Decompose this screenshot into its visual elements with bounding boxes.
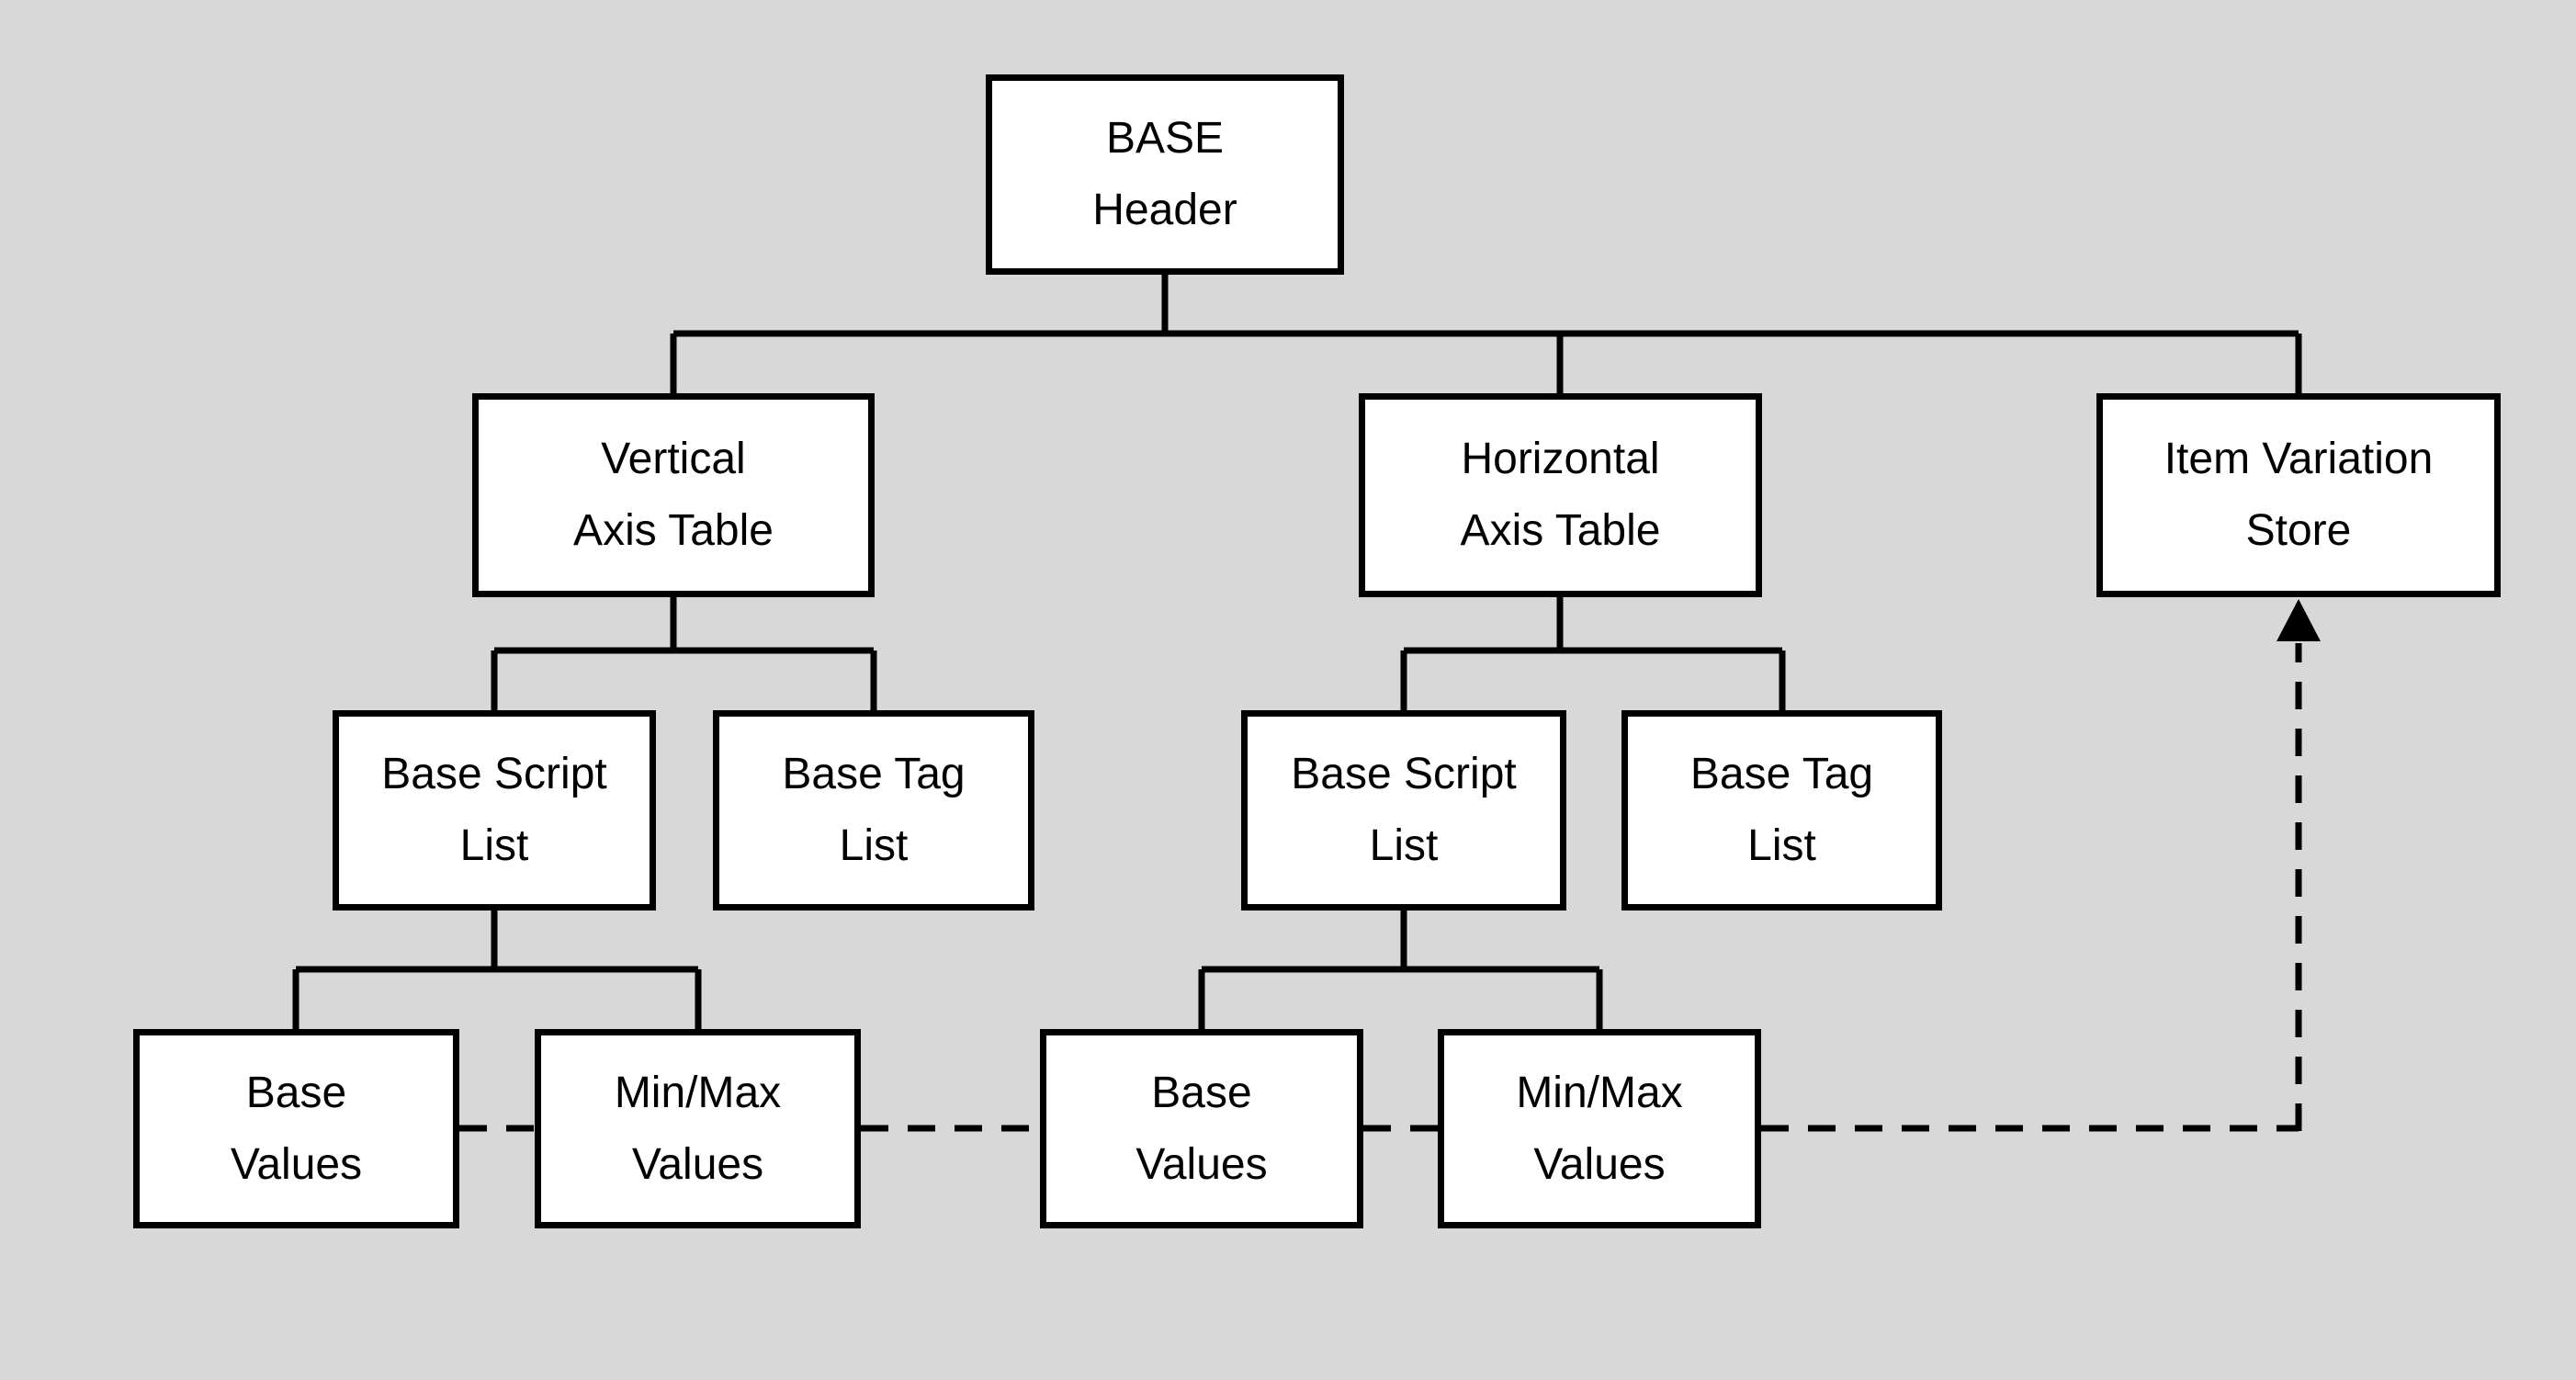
node-item-variation-store: Item Variation Store xyxy=(2096,393,2501,597)
node-v-base-script-list: Base Script List xyxy=(333,710,656,911)
node-item-variation-store-label: Item Variation Store xyxy=(2164,435,2434,555)
node-v-base-values-label: Base Values xyxy=(230,1068,363,1189)
node-h-base-script-list-label: Base Script List xyxy=(1291,750,1517,870)
node-horizontal-axis-table-label: Horizontal Axis Table xyxy=(1460,435,1661,555)
node-h-minmax-values: Min/Max Values xyxy=(1438,1029,1761,1228)
node-v-minmax-values: Min/Max Values xyxy=(535,1029,861,1228)
node-h-base-values: Base Values xyxy=(1040,1029,1363,1228)
dashed-connectors xyxy=(459,643,2302,1132)
node-h-base-tag-list: Base Tag List xyxy=(1621,710,1942,911)
node-v-base-tag-list-label: Base Tag List xyxy=(782,750,966,870)
node-vertical-axis-table-label: Vertical Axis Table xyxy=(573,435,774,555)
node-v-minmax-values-label: Min/Max Values xyxy=(614,1068,782,1189)
solid-connectors xyxy=(292,275,2302,1029)
node-horizontal-axis-table: Horizontal Axis Table xyxy=(1359,393,1762,597)
node-h-base-values-label: Base Values xyxy=(1135,1068,1268,1189)
node-h-base-tag-list-label: Base Tag List xyxy=(1689,750,1874,870)
node-v-base-tag-list: Base Tag List xyxy=(713,710,1034,911)
node-vertical-axis-table: Vertical Axis Table xyxy=(472,393,875,597)
node-base-header: BASE Header xyxy=(986,74,1344,275)
node-base-header-label: BASE Header xyxy=(1092,114,1237,234)
node-v-base-values: Base Values xyxy=(133,1029,459,1228)
arrow-up-icon xyxy=(2277,599,2321,641)
node-h-minmax-values-label: Min/Max Values xyxy=(1516,1068,1683,1189)
node-h-base-script-list: Base Script List xyxy=(1241,710,1566,911)
node-v-base-script-list-label: Base Script List xyxy=(381,750,607,870)
